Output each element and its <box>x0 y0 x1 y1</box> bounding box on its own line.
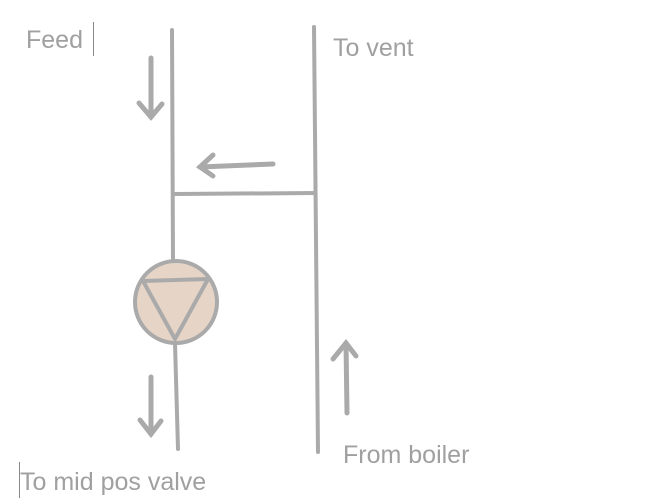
pump-icon <box>133 259 219 345</box>
feed-pipe <box>170 28 180 451</box>
arrow-left-icon <box>196 152 276 179</box>
arrow-down-icon <box>136 55 165 121</box>
feed-label: Feed <box>26 26 83 54</box>
cross-connection-pipe <box>173 191 318 196</box>
vent-pipe <box>312 25 320 454</box>
text-cursor <box>93 22 94 56</box>
from-boiler-label: From boiler <box>343 441 470 469</box>
arrow-down-icon <box>137 374 164 439</box>
text-cursor <box>19 462 20 498</box>
to-vent-label: To vent <box>333 34 414 62</box>
to-mid-pos-valve-label: To mid pos valve <box>20 468 207 496</box>
arrow-up-icon <box>330 338 359 416</box>
